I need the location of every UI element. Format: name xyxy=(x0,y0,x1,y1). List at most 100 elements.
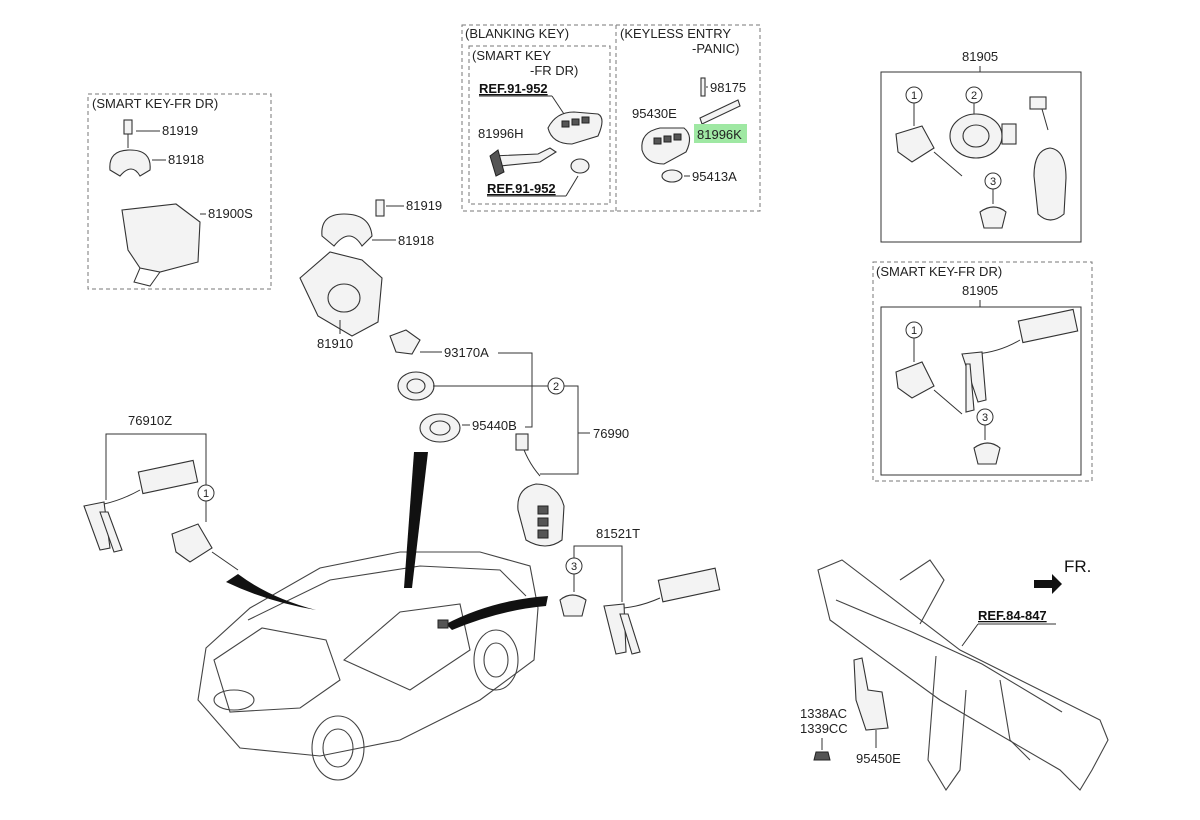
lock-body-81900s xyxy=(121,203,201,273)
shroud-81918-b xyxy=(321,213,373,247)
crossmember-tube xyxy=(835,599,1063,713)
ref-91-952-b[interactable]: REF.91-952 xyxy=(487,181,556,196)
group-title-smart-key-left: (SMART KEY-FR DR) xyxy=(92,96,218,111)
label-81521t[interactable]: 81521T xyxy=(596,526,640,541)
coin-battery-a xyxy=(570,158,590,174)
ignition-switch-core xyxy=(962,124,990,148)
ignition-connector xyxy=(1001,123,1017,145)
label-95440b[interactable]: 95440B xyxy=(472,418,517,433)
label-81918-a[interactable]: 81918 xyxy=(168,152,204,167)
car-roofline xyxy=(247,565,527,621)
group-81905-bottom: (SMART KEY-FR DR) 81905 1 3 xyxy=(872,261,1093,482)
group-box-smart-key-inner xyxy=(468,45,611,205)
smart-key-fob xyxy=(547,111,603,145)
cap-part-3-center xyxy=(559,594,587,617)
label-81905-b[interactable]: 81905 xyxy=(962,283,998,298)
label-93170a[interactable]: 93170A xyxy=(444,345,489,360)
fob-button xyxy=(537,517,549,527)
leader-ref-a xyxy=(551,95,565,115)
pointer-arrow-door xyxy=(446,596,548,630)
label-1338ac[interactable]: 1338AC xyxy=(800,706,847,721)
ref-91-952-a[interactable]: REF.91-952 xyxy=(479,81,548,96)
label-95430e[interactable]: 95430E xyxy=(632,106,677,121)
cap-part-3-bottom xyxy=(973,442,1001,465)
antenna-ring-inner xyxy=(429,420,451,436)
connector-93170a xyxy=(389,329,421,355)
car-wheel-front xyxy=(473,629,519,691)
fob-button xyxy=(561,120,570,128)
label-81996k[interactable]: 81996K xyxy=(697,127,742,142)
group-title-smart-key-inner-2: -FR DR) xyxy=(530,63,578,78)
car-body xyxy=(197,551,539,757)
fob-button xyxy=(537,505,549,515)
label-1339cc[interactable]: 1339CC xyxy=(800,721,848,736)
callout-3-bottom-num: 3 xyxy=(982,412,988,424)
label-76990[interactable]: 76990 xyxy=(593,426,629,441)
transmitter-button xyxy=(653,137,662,145)
label-95450e[interactable]: 95450E xyxy=(856,751,901,766)
group-box-right-smart-key xyxy=(872,261,1093,482)
antenna-wire xyxy=(975,339,1021,355)
group-title-blanking-key: (BLANKING KEY) xyxy=(465,26,569,41)
screw-81919-b xyxy=(375,199,385,217)
direction-label: FR. xyxy=(1064,557,1091,576)
cylinder-rod-left xyxy=(211,551,239,571)
steering-lock-bore xyxy=(327,283,361,313)
label-81910[interactable]: 81910 xyxy=(317,336,353,351)
fob-tag xyxy=(1029,96,1047,110)
door-lock-cylinder-left xyxy=(171,523,213,563)
group-title-smart-key-inner-1: (SMART KEY xyxy=(472,48,551,63)
fob-button xyxy=(571,118,580,126)
group-box-left xyxy=(87,93,272,290)
label-76910z[interactable]: 76910Z xyxy=(128,413,172,428)
label-98175[interactable]: 98175 xyxy=(710,80,746,95)
car-tail-light xyxy=(213,689,255,711)
key-blade-81996k xyxy=(699,99,741,125)
label-95413a[interactable]: 95413A xyxy=(692,169,737,184)
antenna-module-left xyxy=(137,459,199,495)
lock-body-foot xyxy=(133,267,161,287)
group-title-smart-key-right: (SMART KEY-FR DR) xyxy=(876,264,1002,279)
box-81905-b xyxy=(880,306,1082,476)
label-81919-a[interactable]: 81919 xyxy=(162,123,198,138)
leader-ref-c xyxy=(961,623,979,647)
group-smart-key-left: (SMART KEY-FR DR) 81919 81918 81900S xyxy=(87,93,272,290)
group-81521t: 81521T 3 xyxy=(559,526,721,655)
shroud-81918-a xyxy=(109,149,151,177)
car-wheel-rear-hub xyxy=(322,728,354,768)
callout-1-left-num: 1 xyxy=(203,488,209,500)
door-lock-cylinder-b xyxy=(895,361,935,399)
label-81905-a[interactable]: 81905 xyxy=(962,49,998,64)
label-81919-b[interactable]: 81919 xyxy=(406,198,442,213)
crossmember-support xyxy=(927,655,967,792)
antenna-module xyxy=(1017,308,1079,344)
bracket-81521t xyxy=(573,545,623,602)
crossmember-bracket-b xyxy=(999,679,1031,761)
bracket-2-upper xyxy=(498,352,533,428)
door-lock-cylinder xyxy=(895,125,935,163)
group-keyless-entry: (KEYLESS ENTRY -PANIC) 98175 95430E 8199… xyxy=(620,26,747,184)
pin-98175 xyxy=(700,77,706,97)
transmitter-button xyxy=(673,133,682,141)
group-ignition-assembly: 81919 81918 81910 93170A 95440B 2 76990 xyxy=(299,198,629,547)
callout-1-top-num: 1 xyxy=(911,90,917,102)
transmitter-95430e xyxy=(641,127,691,165)
screw-81919-a xyxy=(123,119,133,135)
smart-key-fob-top xyxy=(1033,147,1067,221)
transmitter-button xyxy=(663,135,672,143)
ref-84-847[interactable]: REF.84-847 xyxy=(978,608,1047,623)
door-handle xyxy=(437,619,449,629)
label-81996h[interactable]: 81996H xyxy=(478,126,524,141)
label-81918-b[interactable]: 81918 xyxy=(398,233,434,248)
crossmember-beam xyxy=(817,559,1109,791)
antenna-wire-left xyxy=(103,489,141,505)
box-81905-a xyxy=(880,71,1082,243)
label-81900s[interactable]: 81900S xyxy=(208,206,253,221)
group-title-keyless-2: -PANIC) xyxy=(692,41,739,56)
fob-tag-center xyxy=(515,433,529,451)
group-76910z: 76910Z 1 xyxy=(83,413,239,571)
bolt-1338ac xyxy=(813,751,831,761)
key-blade-center-2 xyxy=(619,613,641,655)
